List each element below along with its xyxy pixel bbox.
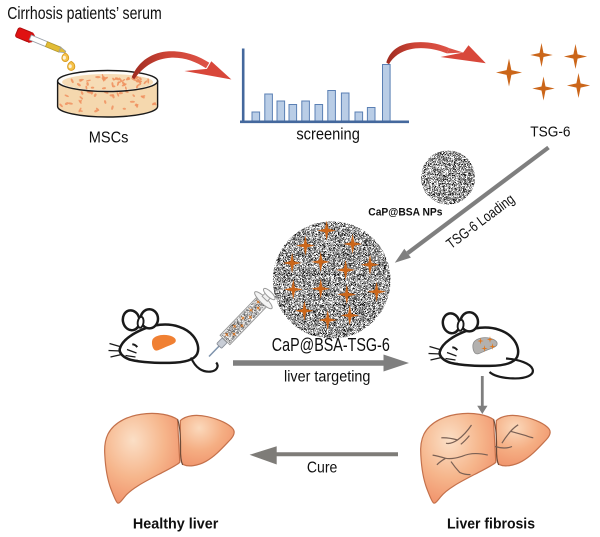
svg-text:CaP@BSA NPs: CaP@BSA NPs	[368, 206, 442, 218]
svg-text:CaP@BSA-TSG-6: CaP@BSA-TSG-6	[272, 334, 390, 355]
svg-text:TSG-6: TSG-6	[530, 124, 570, 140]
svg-text:Cirrhosis patients’ serum: Cirrhosis patients’ serum	[7, 3, 162, 23]
svg-text:Healthy liver: Healthy liver	[133, 517, 219, 533]
svg-text:Cure: Cure	[307, 460, 338, 477]
svg-text:Liver fibrosis: Liver fibrosis	[447, 517, 535, 533]
svg-text:liver targeting: liver targeting	[284, 369, 370, 386]
svg-text:MSCs: MSCs	[89, 129, 129, 146]
svg-text:screening: screening	[296, 125, 360, 144]
